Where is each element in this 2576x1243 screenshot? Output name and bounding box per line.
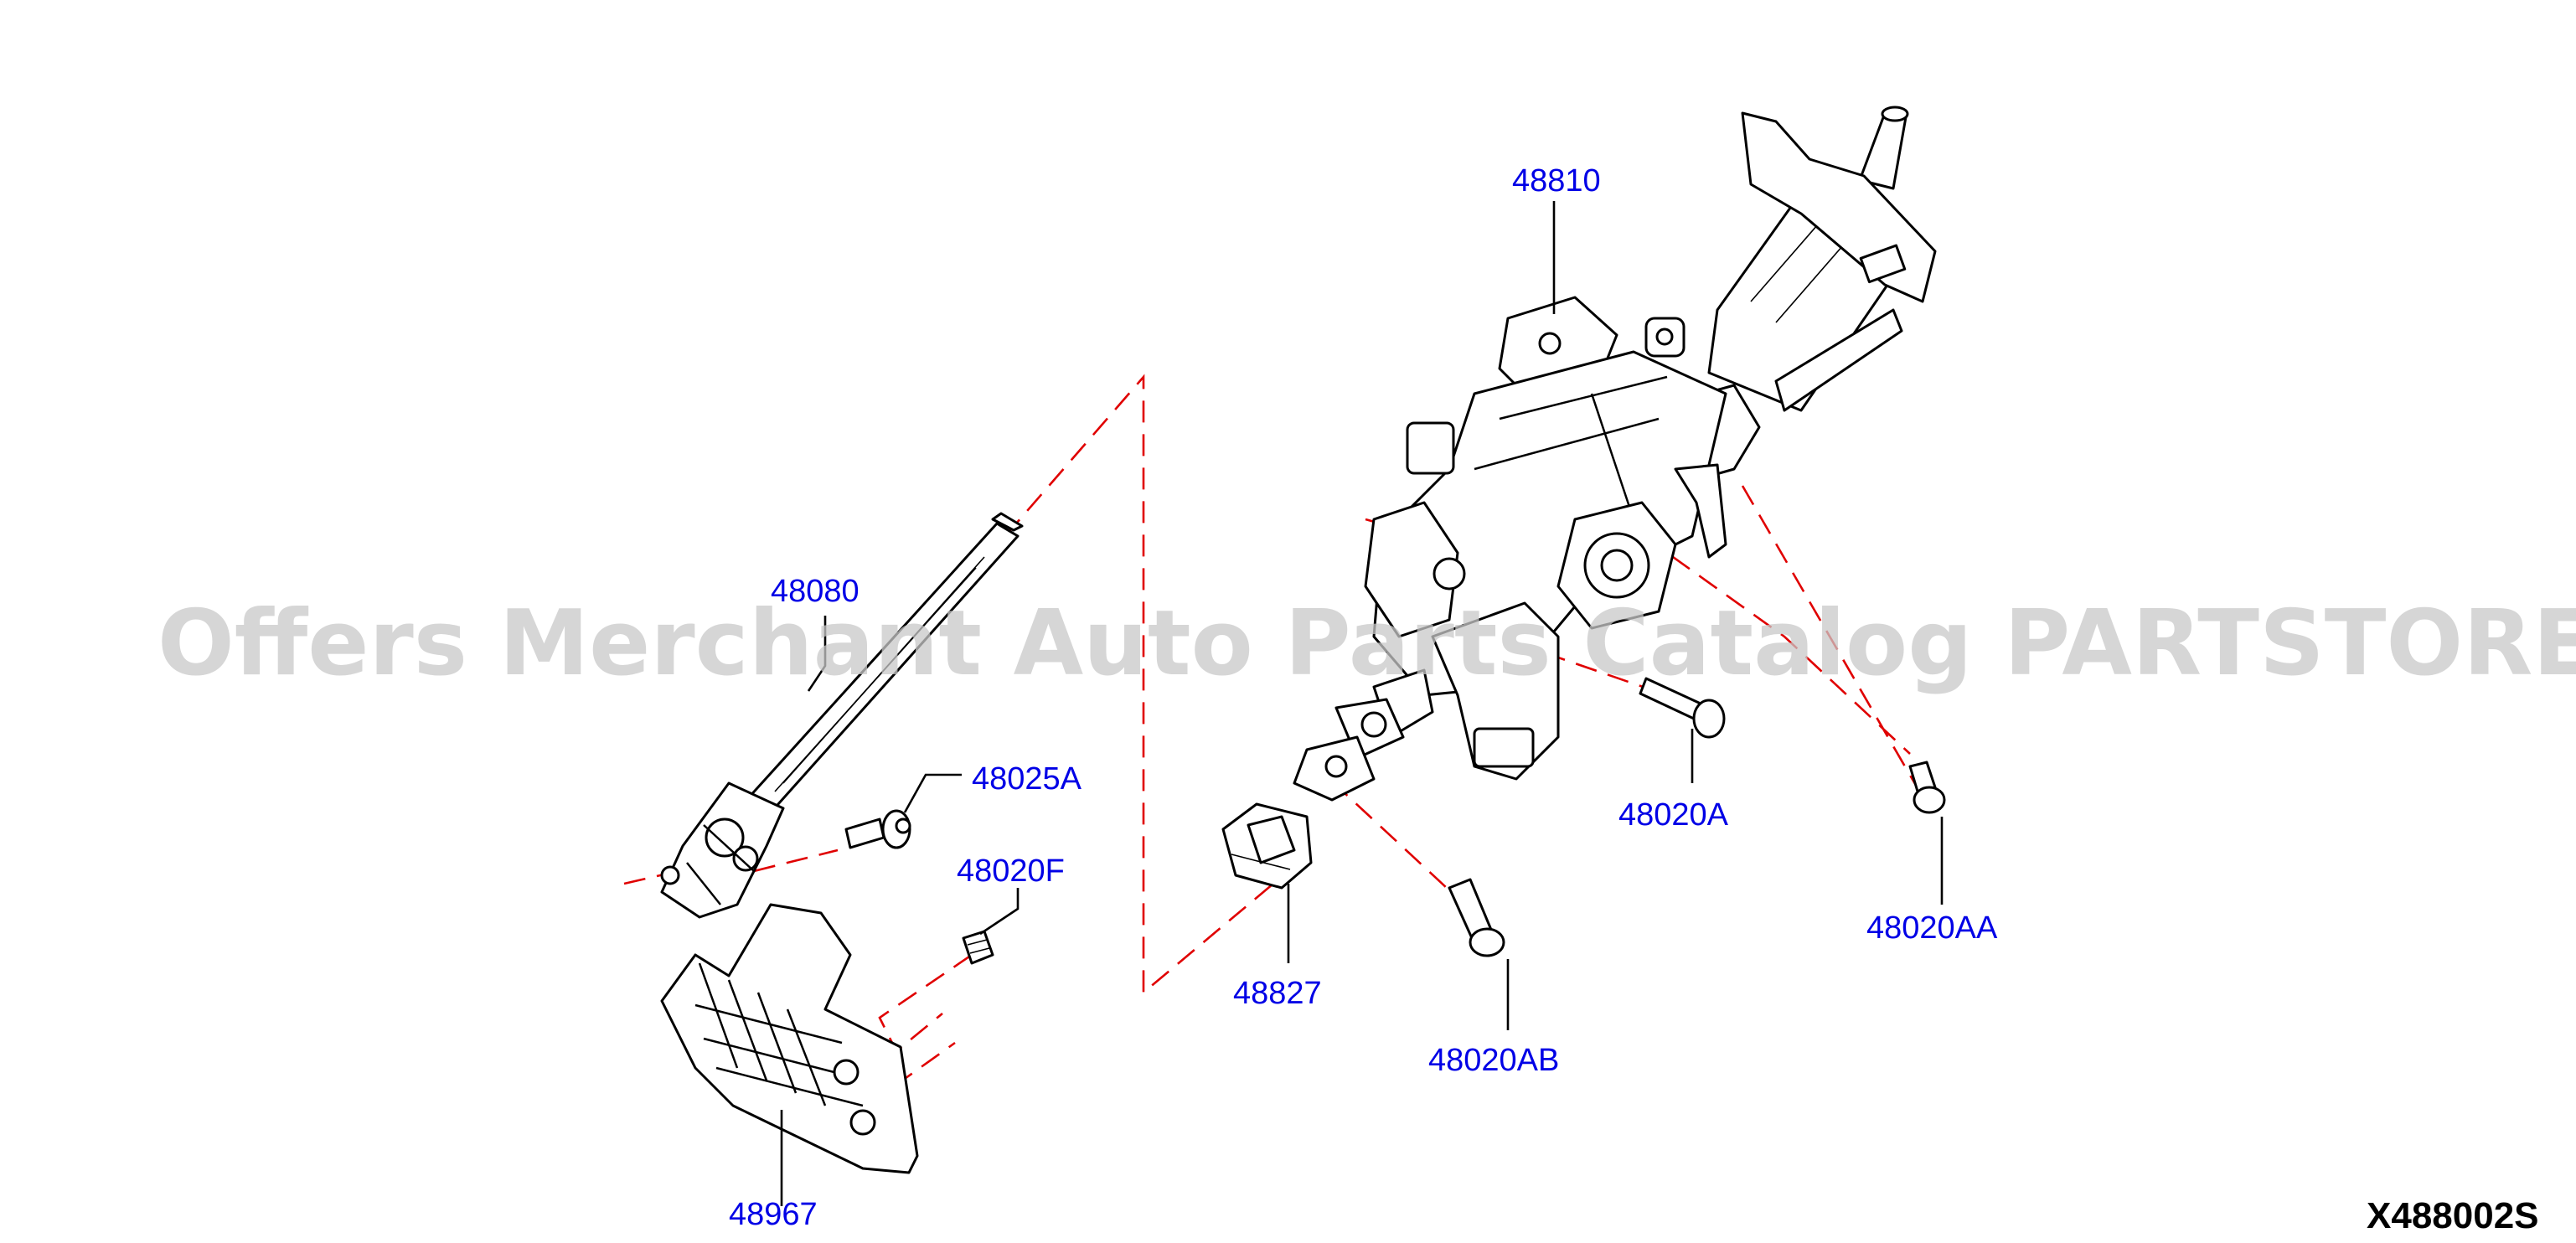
label-48020F[interactable]: 48020F <box>957 854 1065 889</box>
label-48967[interactable]: 48967 <box>729 1197 818 1232</box>
lower-shaft-48080 <box>660 512 1024 919</box>
label-48827[interactable]: 48827 <box>1233 976 1322 1011</box>
label-48020A[interactable]: 48020A <box>1618 797 1729 833</box>
label-48020AB[interactable]: 48020AB <box>1428 1043 1559 1078</box>
steering-column-48810 <box>1293 106 1937 802</box>
bolt-48025A <box>844 809 911 849</box>
watermark-text: Offers Merchant Auto Parts Catalog PARTS… <box>157 591 2576 696</box>
cover-48967 <box>660 903 919 1174</box>
clip-48020F <box>962 930 994 965</box>
bolt-48020AA <box>1908 761 1946 814</box>
drawing-id: X488002S <box>2367 1195 2539 1236</box>
part-48827 <box>1221 802 1313 890</box>
label-48020AA[interactable]: 48020AA <box>1866 910 1998 946</box>
label-48025A[interactable]: 48025A <box>972 761 1082 797</box>
label-48080[interactable]: 48080 <box>771 574 860 609</box>
label-48810[interactable]: 48810 <box>1512 163 1601 199</box>
bolt-48020A <box>1639 677 1726 739</box>
leader-lines <box>780 201 1944 1206</box>
bolt-48020AB <box>1448 878 1505 957</box>
